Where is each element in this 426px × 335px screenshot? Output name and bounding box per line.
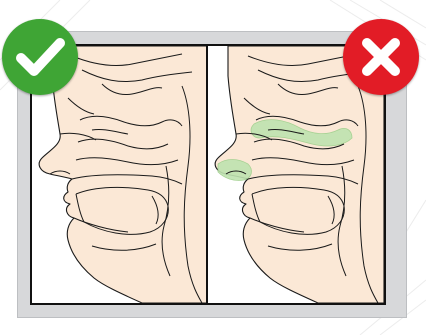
check-icon xyxy=(2,19,78,95)
correct-badge xyxy=(2,19,78,95)
x-icon xyxy=(343,19,419,95)
incorrect-badge xyxy=(343,19,419,95)
